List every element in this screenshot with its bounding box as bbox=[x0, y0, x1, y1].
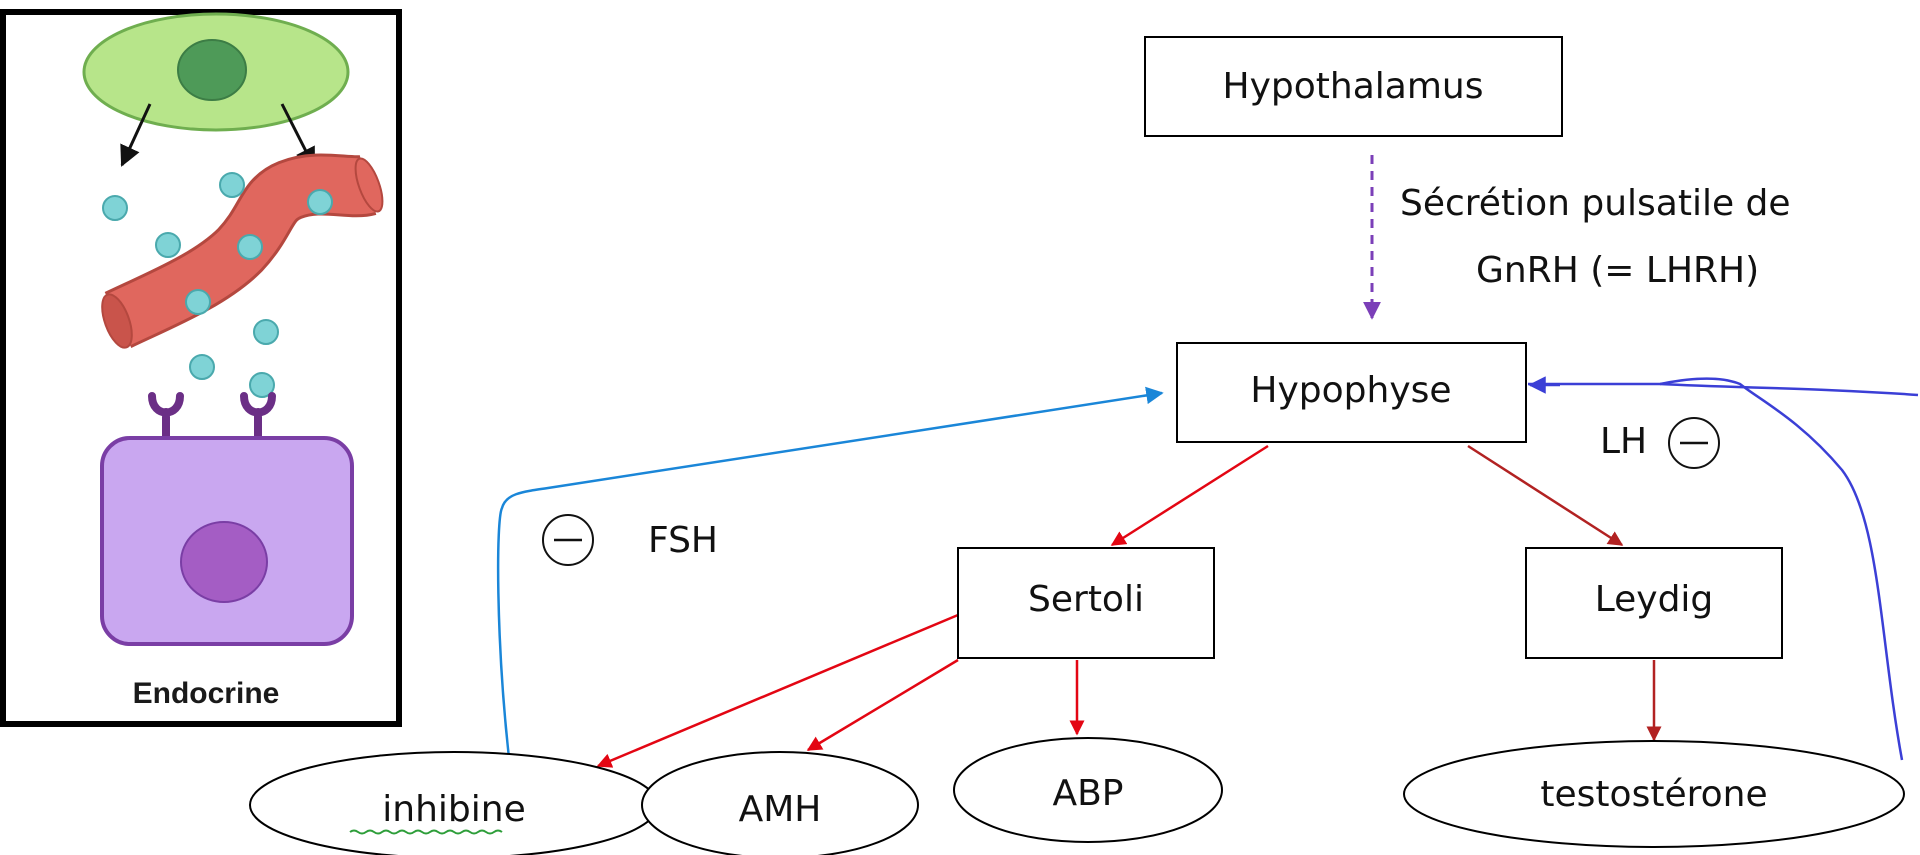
hypophyse-label: Hypophyse bbox=[1250, 370, 1451, 411]
lh-arrow bbox=[1467, 444, 1624, 547]
hypothalamus-label: Hypothalamus bbox=[1223, 66, 1484, 107]
hormone-molecules-icon bbox=[102, 172, 333, 398]
abp-label: ABP bbox=[1052, 773, 1123, 814]
fsh-arrow bbox=[1110, 444, 1269, 547]
fsh-annotation: FSH bbox=[542, 514, 718, 566]
sertoli-to-amh-arrow bbox=[806, 658, 959, 752]
gnrh-annotation-line1: Sécrétion pulsatile de bbox=[1400, 183, 1791, 224]
lh-annotation: LH bbox=[1600, 417, 1720, 469]
node-sertoli: Sertoli bbox=[957, 547, 1215, 659]
node-hypophyse: Hypophyse bbox=[1176, 342, 1527, 443]
target-cell-icon bbox=[100, 436, 354, 646]
amh-label: AMH bbox=[739, 789, 822, 830]
testosterone-label: testostérone bbox=[1540, 774, 1767, 815]
blood-vessel-icon bbox=[101, 153, 384, 349]
lh-label: LH bbox=[1600, 421, 1647, 462]
sertoli-to-inhibine-arrow bbox=[596, 613, 959, 768]
receptor-icon bbox=[148, 392, 276, 442]
release-arrow-left bbox=[120, 103, 152, 167]
secreting-cell-icon bbox=[82, 12, 350, 132]
endocrine-panel: Endocrine bbox=[0, 9, 402, 727]
node-hypothalamus: Hypothalamus bbox=[1144, 36, 1563, 137]
node-inhibine: inhibine bbox=[249, 751, 659, 855]
gnrh-annotation-line2: GnRH (= LHRH) bbox=[1476, 250, 1759, 291]
leydig-label: Leydig bbox=[1595, 579, 1714, 620]
panel-caption: Endocrine bbox=[133, 677, 280, 710]
node-leydig: Leydig bbox=[1525, 547, 1783, 659]
node-abp: ABP bbox=[953, 737, 1223, 843]
fsh-label: FSH bbox=[648, 520, 718, 561]
spellcheck-underline bbox=[349, 829, 503, 835]
node-amh: AMH bbox=[641, 751, 919, 855]
inhibine-label: inhibine bbox=[382, 789, 525, 830]
sertoli-label: Sertoli bbox=[1028, 579, 1144, 620]
testosterone-feedback-top bbox=[1659, 382, 1919, 397]
testosterone-feedback-line bbox=[1528, 377, 1904, 761]
inhibine-feedback-arrow bbox=[496, 386, 1164, 759]
node-testosterone: testostérone bbox=[1403, 740, 1905, 848]
